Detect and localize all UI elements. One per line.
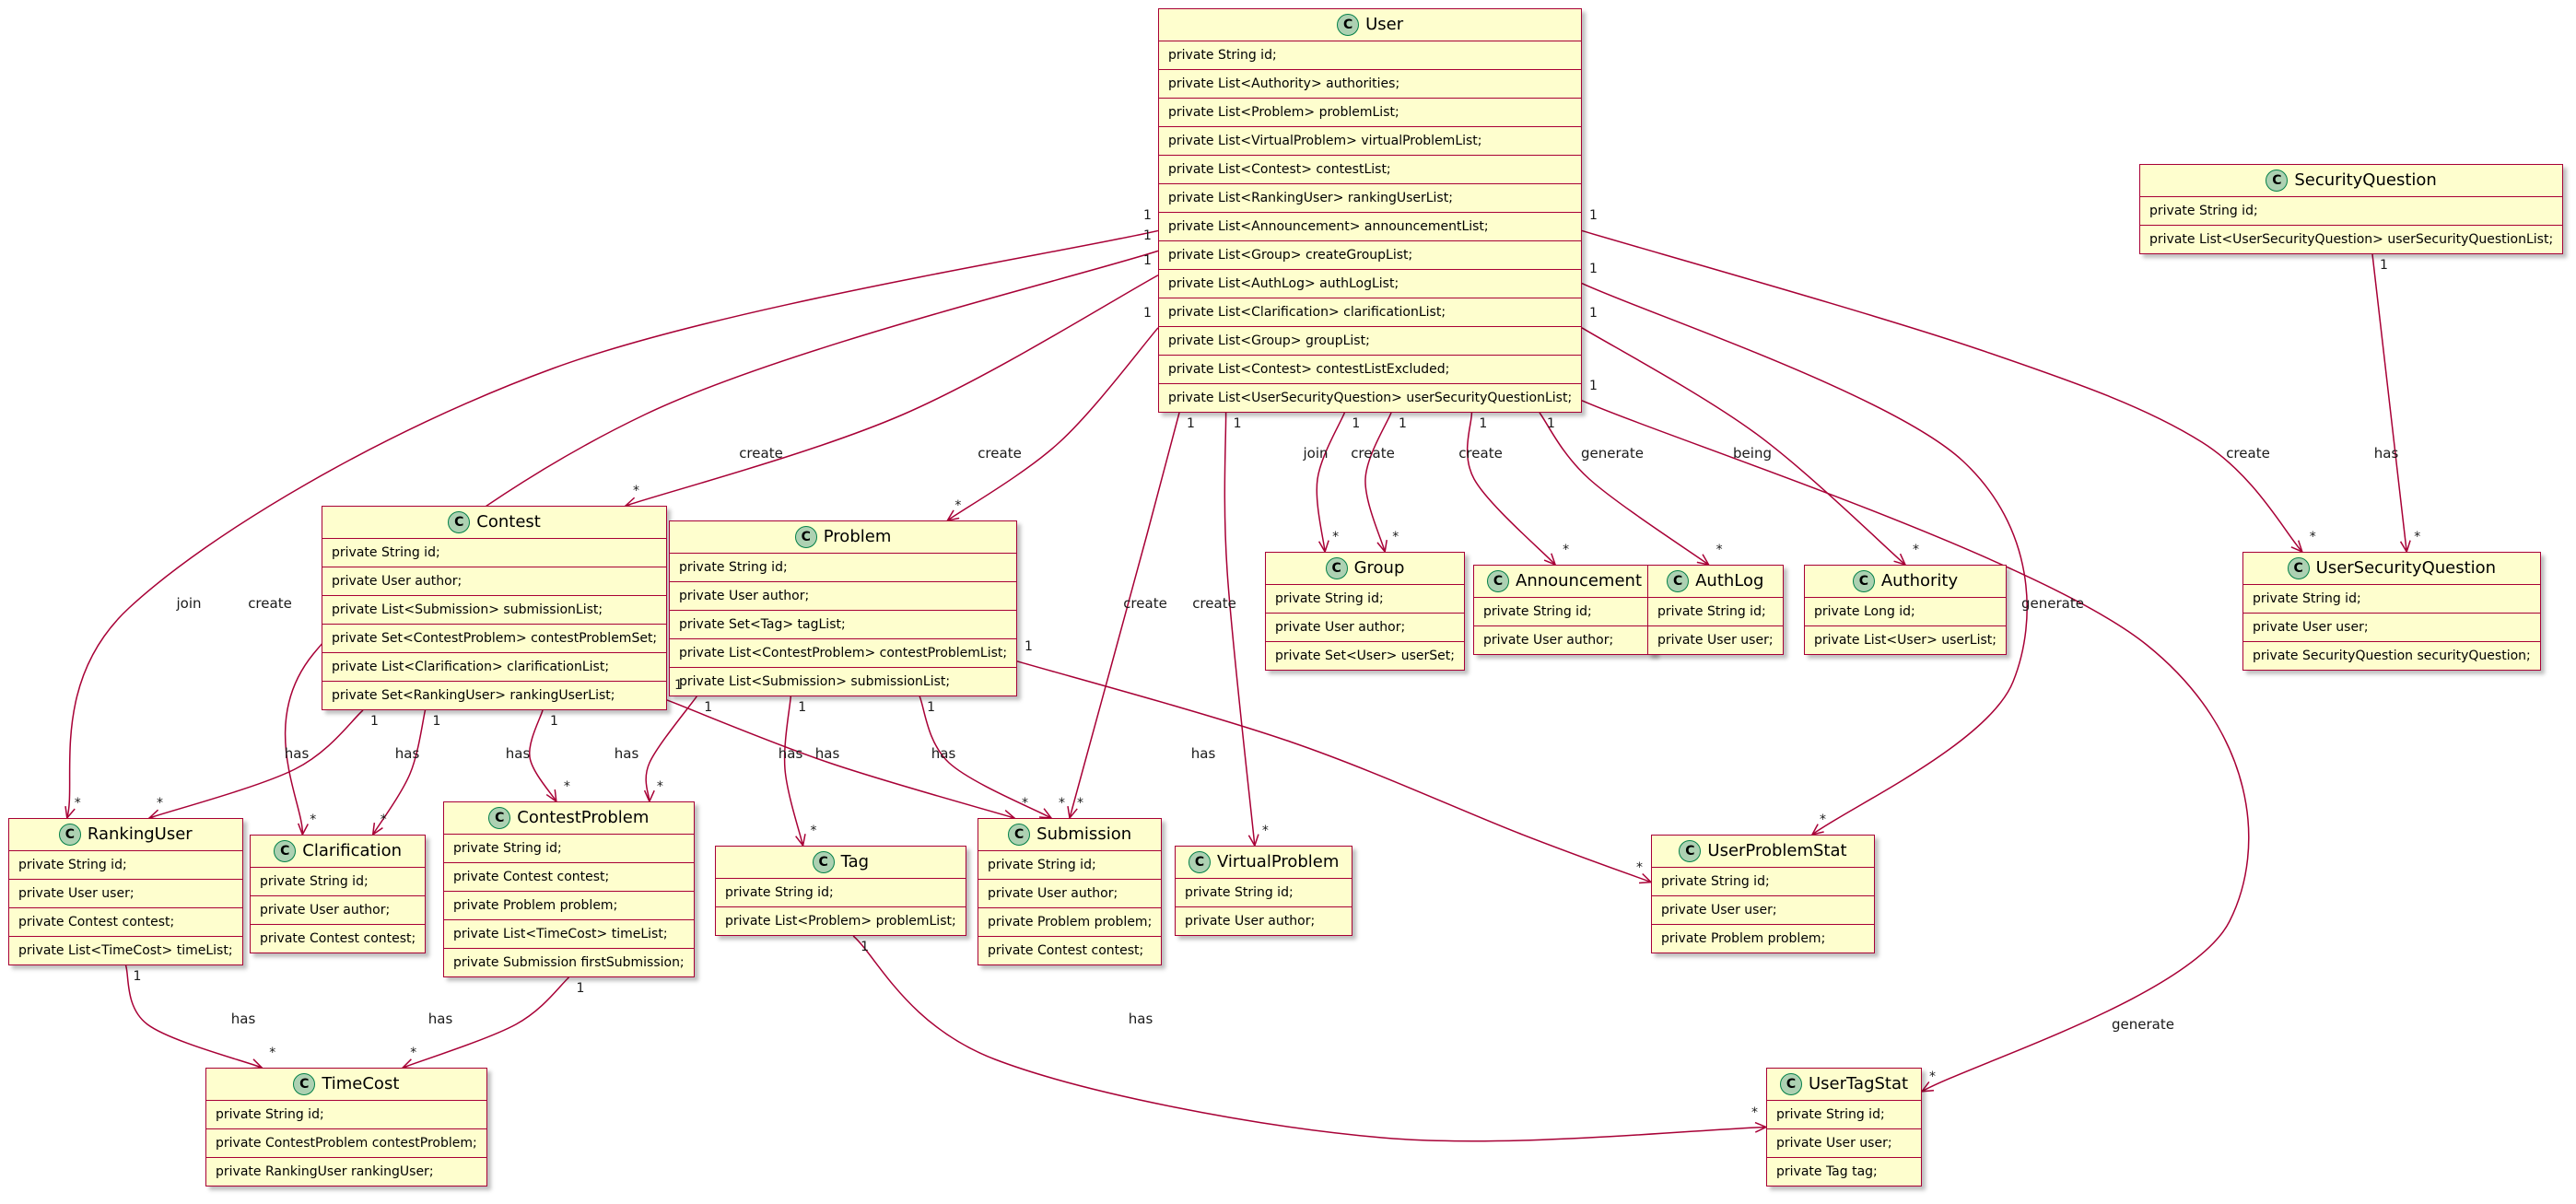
edge-user-virtualproblem <box>1224 412 1256 847</box>
edge-user-authority <box>1581 327 1906 566</box>
edge-user-rankinguser <box>66 229 1159 819</box>
edge-user-userproblemstat <box>1581 282 2028 836</box>
edge-user-contest <box>625 275 1159 507</box>
edge-contest-submission <box>666 699 1015 819</box>
edge-user-announcement <box>1466 412 1556 566</box>
edge-user-submission <box>1069 412 1180 819</box>
edge-contestproblem-timecost <box>402 976 569 1069</box>
edge-user-usertagstat <box>1581 400 2250 1093</box>
edge-contest-contestproblem <box>529 709 557 802</box>
edge-problem-tag <box>783 696 804 847</box>
arrowhead-icon <box>298 823 309 836</box>
edge-user-usersecurityquestion <box>1581 229 2303 553</box>
edge-user-group <box>1364 412 1392 553</box>
arrowhead-icon <box>64 806 76 820</box>
edge-problem-contestproblem <box>645 696 697 802</box>
edge-rankinguser-timecost <box>124 964 263 1069</box>
edge-tag-usertagstat <box>852 935 1767 1142</box>
edge-problem-submission <box>919 696 1052 819</box>
edge-securityquestion-usersecurityquestion <box>2371 253 2407 553</box>
edge-user-group <box>1316 412 1346 553</box>
edge-user-clarification <box>284 250 1159 836</box>
arrowhead-icon <box>643 789 655 803</box>
edge-user-problem <box>946 327 1159 521</box>
arrowhead-icon <box>371 823 383 836</box>
edge-contest-rankinguser <box>148 709 364 819</box>
edge-problem-userproblemstat <box>1016 660 1652 883</box>
edge-user-authlog <box>1539 412 1710 566</box>
edge-contest-clarification <box>372 709 427 836</box>
